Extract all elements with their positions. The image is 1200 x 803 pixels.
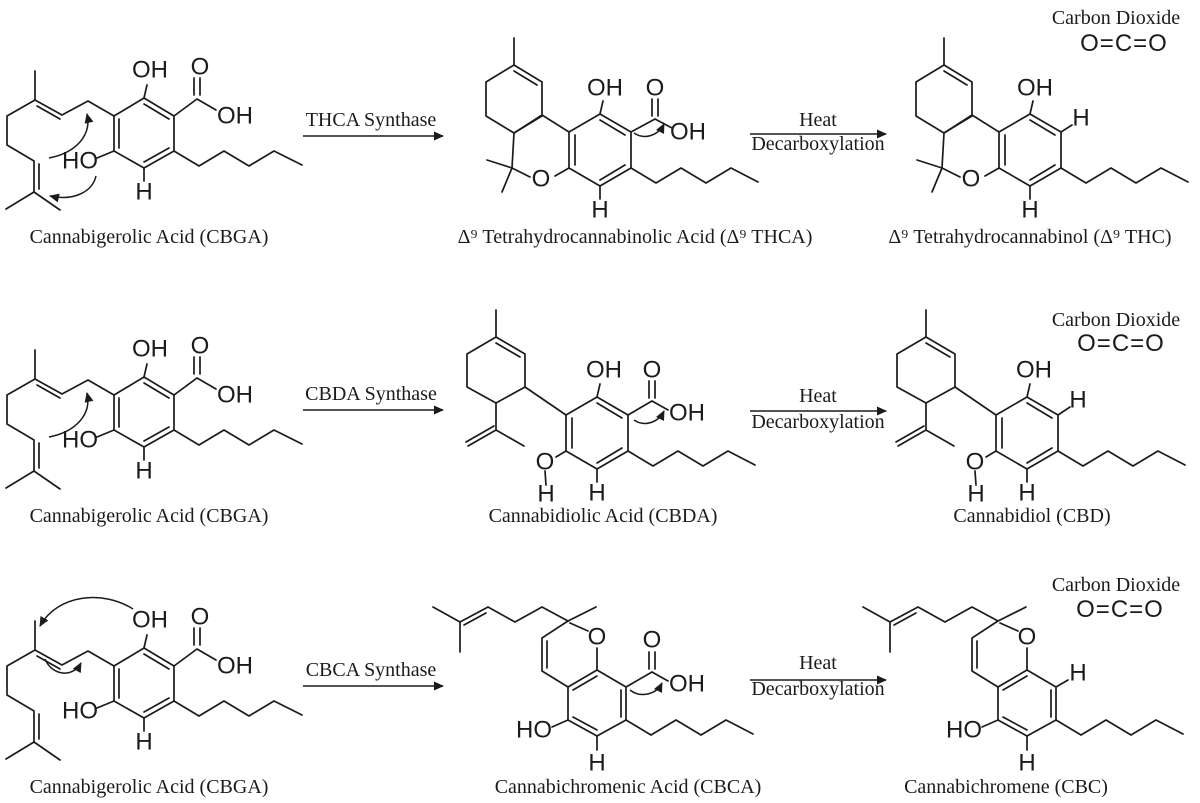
molecule-caption-cbca: Cannabichromenic Acid (CBCA) bbox=[495, 776, 762, 798]
atom-label-o-left: O bbox=[536, 449, 555, 476]
mechanism-arrow-row1-b bbox=[49, 175, 97, 203]
molecule-caption-cbd: Cannabidiol (CBD) bbox=[953, 505, 1110, 527]
enzyme-label-row3: CBCA Synthase bbox=[306, 659, 437, 681]
atom-label-h-bottom: H bbox=[588, 480, 605, 507]
carboxyl-group bbox=[630, 98, 673, 133]
atom-label-h-bottom: H bbox=[1018, 750, 1035, 777]
atom-label-o-carbonyl: O bbox=[646, 75, 665, 102]
decarboxylation-label-row1: Decarboxylation bbox=[751, 133, 884, 155]
atom-label-h-right: H bbox=[1069, 660, 1086, 687]
atom-label-o-ring: O bbox=[962, 166, 981, 193]
decarboxylation-label-row2: Decarboxylation bbox=[751, 411, 884, 433]
atom-label-oh-acid: OH bbox=[670, 119, 706, 146]
structure-cbga-row3 bbox=[5, 602, 303, 799]
enzyme-label-row1: THCA Synthase bbox=[306, 109, 437, 131]
mechanism-arrow-row2 bbox=[48, 392, 94, 438]
carboxyl-group bbox=[625, 651, 669, 688]
molecule-caption-cbda: Cannabidiolic Acid (CBDA) bbox=[489, 505, 718, 527]
atom-label-h-bottom: H bbox=[1021, 197, 1038, 224]
atom-label-h-bottom: H bbox=[591, 197, 608, 224]
structure-cbga-row2 bbox=[5, 331, 303, 528]
structure-cbda: OH O OH O H H Cannabidiolic Acid (CBDA) bbox=[465, 309, 756, 527]
co2-label: Carbon Dioxide bbox=[1052, 7, 1180, 29]
atom-label-oh-acid: OH bbox=[669, 400, 705, 427]
co2-formula: O=C=O bbox=[1076, 596, 1164, 623]
mechanism-arrow-cbda bbox=[633, 410, 665, 425]
co2-label: Carbon Dioxide bbox=[1052, 309, 1180, 331]
atom-label-oh-top: OH bbox=[586, 357, 622, 384]
structure-thc: OH H O H Δ⁹ Tetrahydrocannabinol (Δ⁹ THC… bbox=[888, 37, 1189, 248]
atom-label-o-left: O bbox=[966, 449, 985, 476]
mechanism-arrow-row1-a bbox=[48, 113, 94, 159]
co2-formula: O=C=O bbox=[1077, 330, 1165, 357]
atom-label-o-ring: O bbox=[1018, 624, 1037, 651]
atom-label-o-carbonyl: O bbox=[643, 357, 662, 384]
mechanism-arrow-thca bbox=[633, 123, 665, 138]
mechanism-arrow-cbca bbox=[629, 682, 663, 696]
h-right-bond bbox=[1055, 679, 1069, 688]
atom-label-h-bottom: H bbox=[588, 750, 605, 777]
atom-label-h-bottom: H bbox=[1018, 480, 1035, 507]
co2-label: Carbon Dioxide bbox=[1052, 574, 1180, 596]
atom-label-o-ring: O bbox=[588, 624, 607, 651]
atom-label-ho-left: HO bbox=[516, 717, 552, 744]
structure-cbga-row1 bbox=[5, 52, 303, 249]
atom-label-o-ring: O bbox=[532, 166, 551, 193]
atom-label-h-right: H bbox=[1069, 387, 1086, 414]
heat-label-row1: Heat bbox=[799, 109, 837, 131]
heat-label-row3: Heat bbox=[799, 652, 837, 674]
decarboxylation-label-row3: Decarboxylation bbox=[751, 678, 884, 700]
atom-label-h-under-o: H bbox=[967, 481, 984, 508]
mechanism-arrow-row3-a bbox=[39, 596, 134, 627]
h-right-bond bbox=[1057, 406, 1071, 416]
molecule-caption-thca: Δ⁹ Tetrahydrocannabinolic Acid (Δ⁹ THCA) bbox=[458, 226, 813, 248]
carboxyl-group bbox=[627, 380, 669, 416]
structure-cbd: OH H O H H Cannabidiol (CBD) bbox=[895, 309, 1186, 527]
co2-formula: O=C=O bbox=[1080, 30, 1168, 57]
atom-label-oh-top: OH bbox=[1017, 75, 1053, 102]
atom-label-oh-acid: OH bbox=[669, 671, 705, 698]
atom-label-h-under-o: H bbox=[537, 481, 554, 508]
mechanism-arrow-row3-b bbox=[44, 658, 82, 674]
structure-thca: OH O OH O H Δ⁹ Tetrahydrocannabinolic Ac… bbox=[458, 37, 813, 248]
atom-label-oh-top: OH bbox=[1016, 357, 1052, 384]
co2-annotation-row3: Carbon Dioxide O=C=O bbox=[1052, 574, 1180, 623]
enzyme-label-row2: CBDA Synthase bbox=[305, 383, 437, 405]
structure-cbc: O H HO H Cannabichromene (CBC) bbox=[862, 606, 1184, 798]
heat-label-row2: Heat bbox=[799, 385, 837, 407]
atom-label-ho-left: HO bbox=[946, 717, 982, 744]
molecule-caption-thc: Δ⁹ Tetrahydrocannabinol (Δ⁹ THC) bbox=[888, 226, 1171, 248]
h-right-bond bbox=[1060, 124, 1073, 133]
molecule-caption-cbc: Cannabichromene (CBC) bbox=[904, 776, 1108, 798]
co2-annotation-row1: Carbon Dioxide O=C=O bbox=[1052, 7, 1180, 57]
structure-cbca: O O OH HO H Cannabichromenic Acid (CBCA) bbox=[432, 606, 762, 798]
co2-annotation-row2: Carbon Dioxide O=C=O bbox=[1052, 309, 1180, 357]
atom-label-o-carbonyl: O bbox=[643, 627, 662, 654]
atom-label-h-right: H bbox=[1072, 105, 1089, 132]
atom-label-oh-top: OH bbox=[587, 75, 623, 102]
